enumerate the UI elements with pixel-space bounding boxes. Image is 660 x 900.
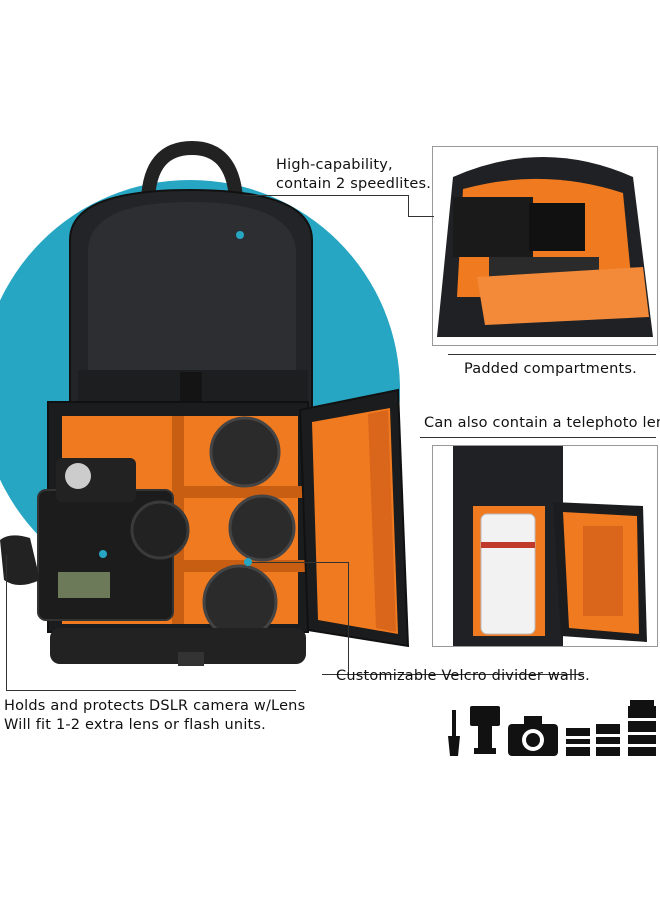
lens-icon <box>596 724 620 756</box>
lens-icon <box>566 728 590 756</box>
callout-dslr-line1: Holds and protects DSLR camera w/Lens <box>4 698 306 714</box>
leader-line-telephoto <box>420 437 656 438</box>
callout-dslr-line2: Will fit 1-2 extra lens or flash units. <box>4 717 266 733</box>
brush-icon <box>448 710 460 756</box>
callout-speedlites-line2: contain 2 speedlites. <box>276 176 432 192</box>
leader-line-dslr-v <box>6 555 7 690</box>
leader-line-velcro-v <box>348 562 349 674</box>
callout-speedlites-line1: High-capability, <box>276 157 393 173</box>
callout-velcro: Customizable Velcro divider walls. <box>336 668 590 684</box>
leader-line-speedlites-v <box>408 195 409 217</box>
callout-telephoto: Can also contain a telephoto lens. <box>424 415 660 431</box>
telephoto-lens-icon <box>628 700 656 756</box>
leader-line-velcro-h2 <box>322 674 584 675</box>
gear-icon-row <box>446 700 660 758</box>
inset-photo-telephoto <box>432 445 658 647</box>
leader-line-dslr-h <box>6 690 296 691</box>
camera-icon <box>508 716 558 756</box>
leader-line-speedlites-h2 <box>408 216 434 217</box>
leader-line-padded <box>448 354 656 355</box>
leader-line-speedlites <box>244 195 408 196</box>
flash-icon <box>470 706 500 754</box>
inset-photo-speedlites <box>432 146 658 346</box>
main-backpack-illustration <box>0 140 410 666</box>
callout-padded: Padded compartments. <box>464 361 637 377</box>
leader-line-velcro-h <box>252 562 348 563</box>
